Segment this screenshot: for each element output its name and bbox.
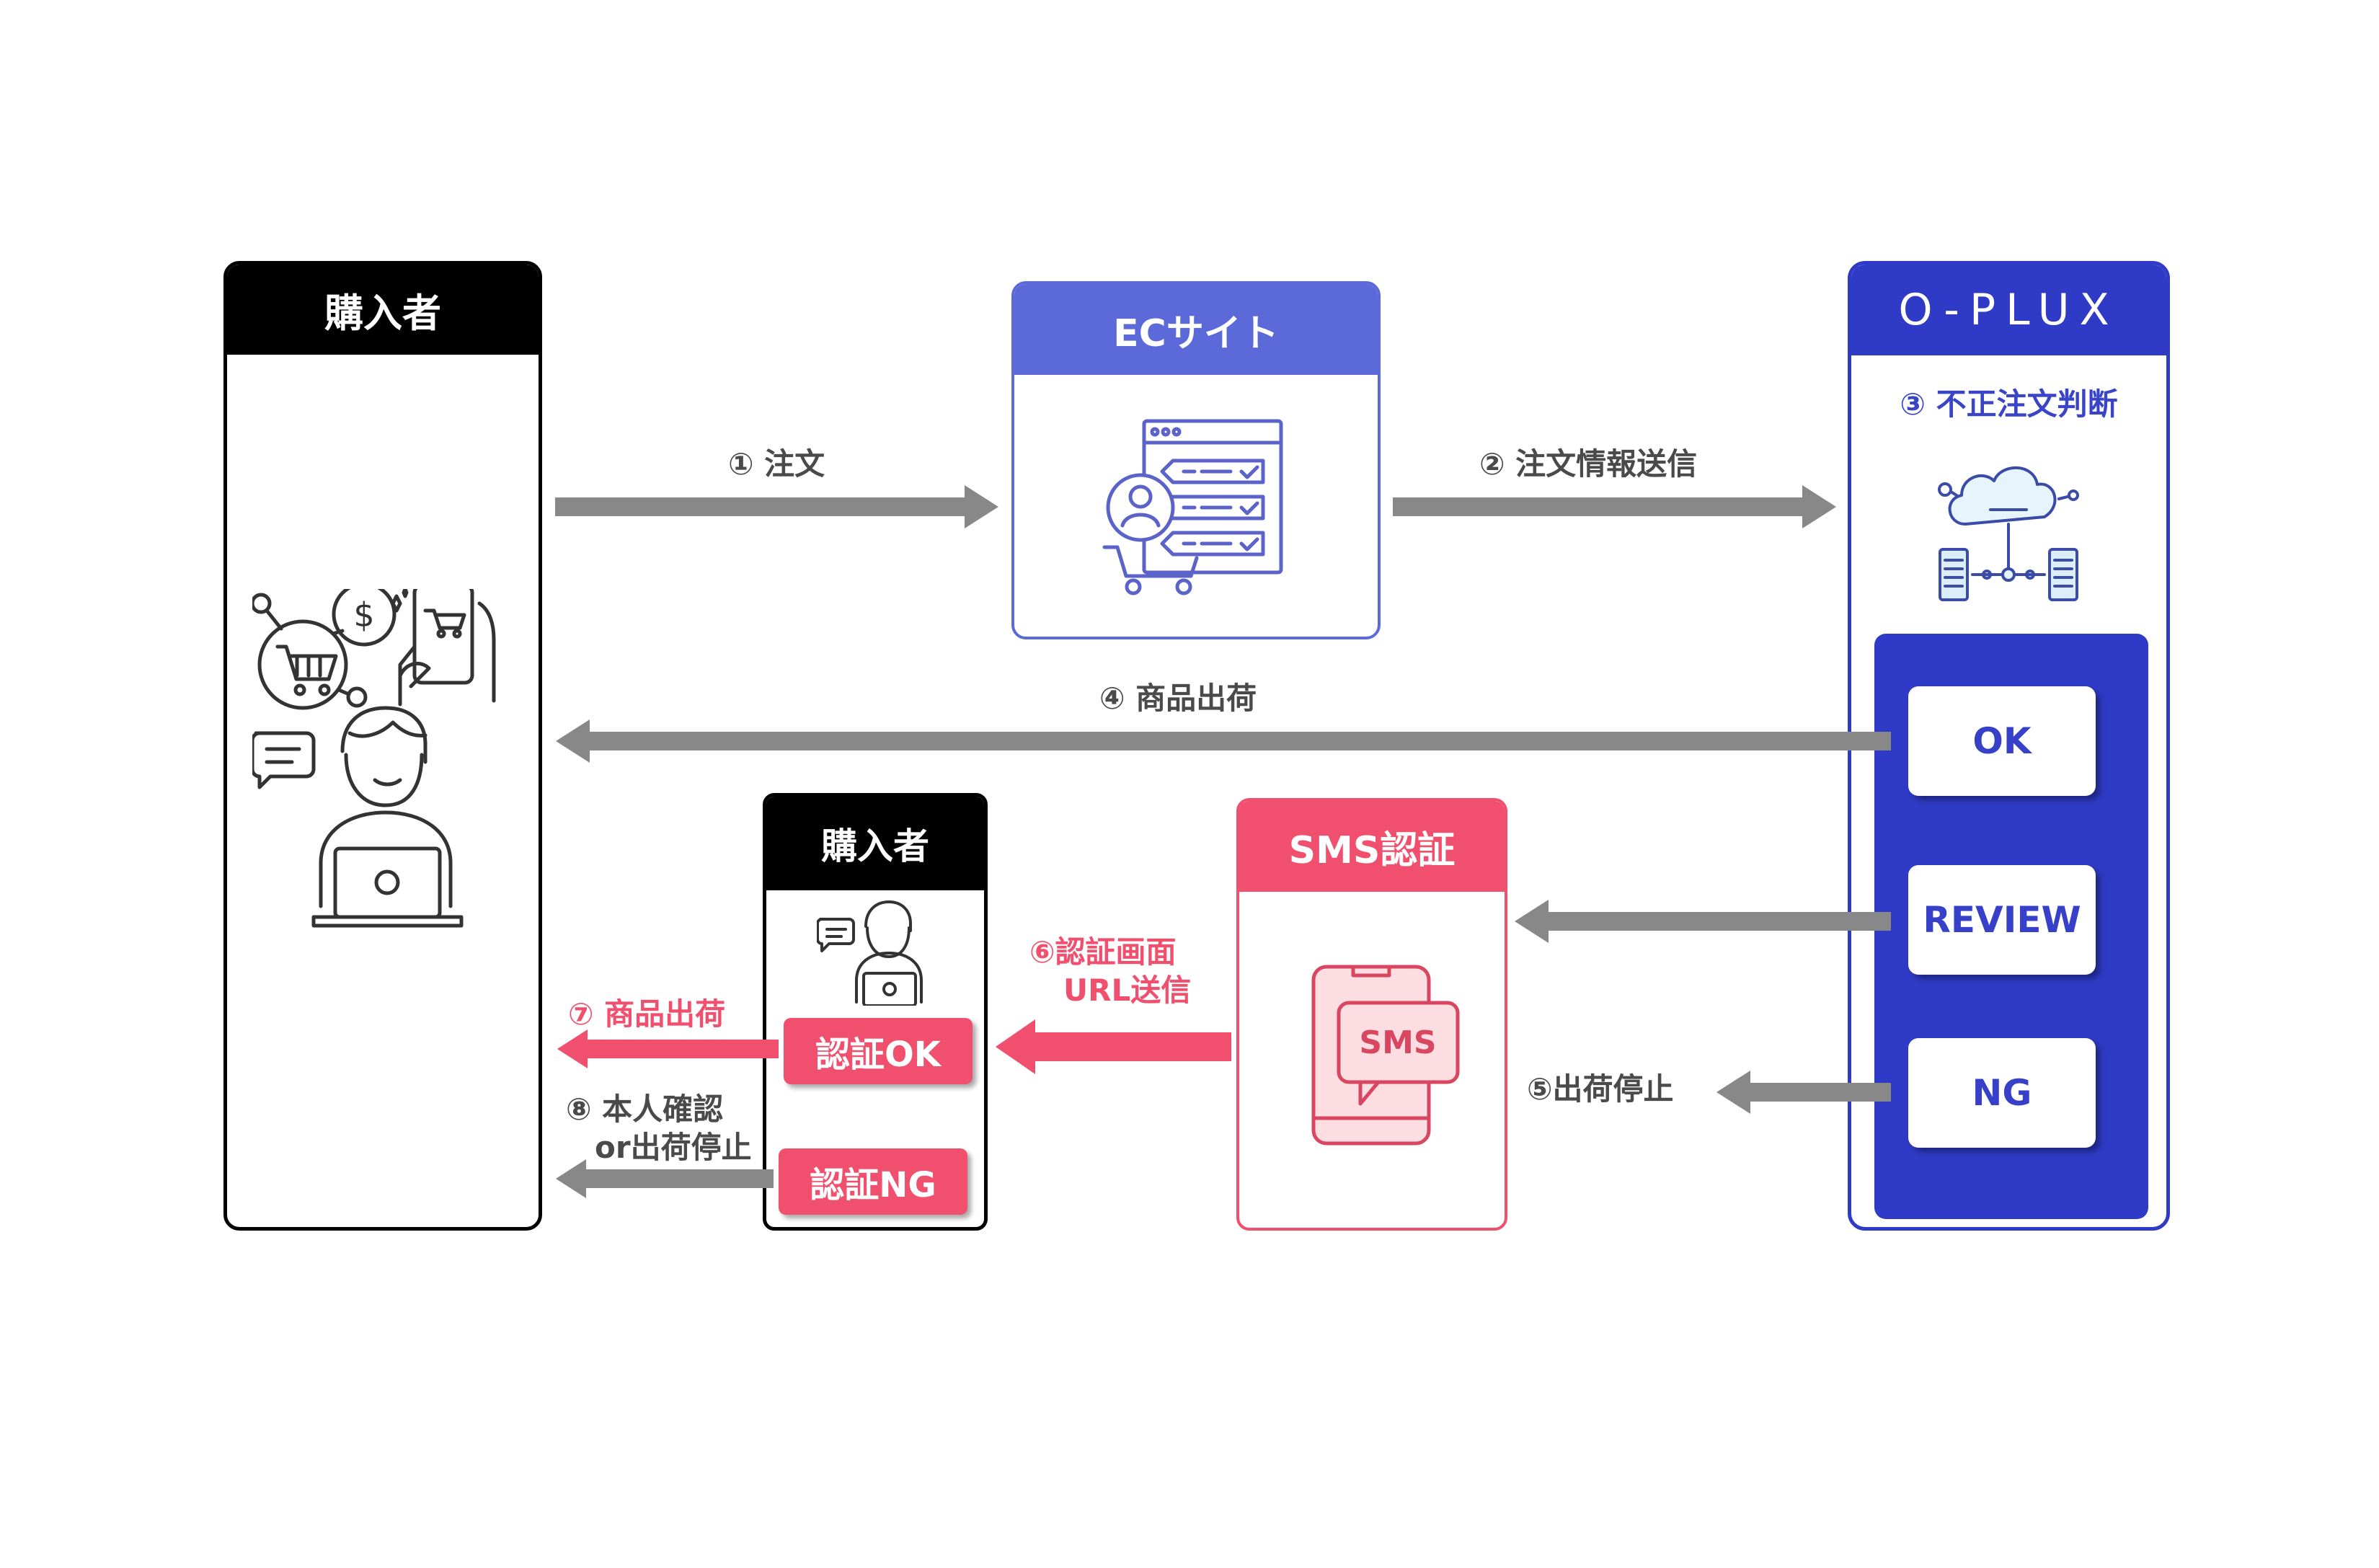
auth-ok-label: 認証OK xyxy=(815,1035,941,1075)
step8-label-line2: or出荷停止 xyxy=(595,1130,752,1165)
step6-label-line2: URL送信 xyxy=(1063,973,1192,1008)
arrow-stop-shipping xyxy=(1716,1071,1891,1114)
ec-site-title: ECサイト xyxy=(1113,311,1279,355)
buyer-small-title: 購入者 xyxy=(821,825,929,867)
result-ok-button[interactable]: OK xyxy=(1908,686,2096,796)
ec-site-header: ECサイト xyxy=(1014,284,1378,375)
result-ng-button[interactable]: NG xyxy=(1908,1038,2096,1148)
oplux-logo: O-PLUX xyxy=(1898,285,2119,335)
step8-label-line1: ⑧ 本人確認 xyxy=(566,1091,724,1127)
fraud-judgment-label: ③ 不正注文判断 xyxy=(1900,386,2118,422)
result-ng-label: NG xyxy=(1972,1072,2032,1114)
arrow-review-to-sms xyxy=(1515,900,1891,943)
arrow-ship xyxy=(556,719,1891,763)
arrow-auth-url xyxy=(996,1019,1231,1074)
shopping-buyer-icon: $ xyxy=(252,589,496,928)
auth-ok-button[interactable]: 認証OK xyxy=(784,1018,973,1084)
buyer-panel-header: 購入者 xyxy=(227,265,539,355)
arrow-order xyxy=(555,485,998,528)
step5-label: ⑤出荷停止 xyxy=(1527,1071,1674,1107)
cloud-server-icon xyxy=(1938,466,2079,601)
step6-label-line1: ⑥認証画面 xyxy=(1029,934,1177,970)
sms-auth-panel: SMS認証 SMS xyxy=(1236,798,1507,1231)
arrow-order-info xyxy=(1393,485,1836,528)
step7-label: ⑦ 商品出荷 xyxy=(568,996,726,1032)
buyer-small-header: 購入者 xyxy=(766,797,984,890)
auth-ng-label: 認証NG xyxy=(810,1165,936,1205)
result-review-label: REVIEW xyxy=(1923,899,2081,941)
ec-site-panel: ECサイト xyxy=(1011,281,1381,639)
result-ok-label: OK xyxy=(1972,720,2032,762)
step1-label: ① 注文 xyxy=(728,446,825,482)
result-review-button[interactable]: REVIEW xyxy=(1908,865,2096,975)
oplux-header: O-PLUX xyxy=(1851,265,2166,355)
buyer-title: 購入者 xyxy=(324,291,441,336)
ec-order-checklist-icon xyxy=(1102,419,1283,595)
buyer-panel: 購入者 $ xyxy=(223,261,542,1231)
auth-ng-button[interactable]: 認証NG xyxy=(779,1148,967,1215)
arrow-ship-after-auth xyxy=(557,1029,779,1068)
sms-phone-icon: SMS xyxy=(1311,965,1460,1146)
svg-text:$: $ xyxy=(353,595,374,634)
step2-label: ② 注文情報送信 xyxy=(1479,446,1698,482)
sms-auth-header: SMS認証 xyxy=(1239,801,1505,892)
step4-label: ④ 商品出荷 xyxy=(1099,681,1257,716)
sms-auth-title: SMS認証 xyxy=(1288,828,1456,872)
buyer-laptop-icon xyxy=(817,900,923,1006)
sms-icon-text: SMS xyxy=(1359,1024,1436,1061)
arrow-identity-check xyxy=(556,1159,774,1198)
